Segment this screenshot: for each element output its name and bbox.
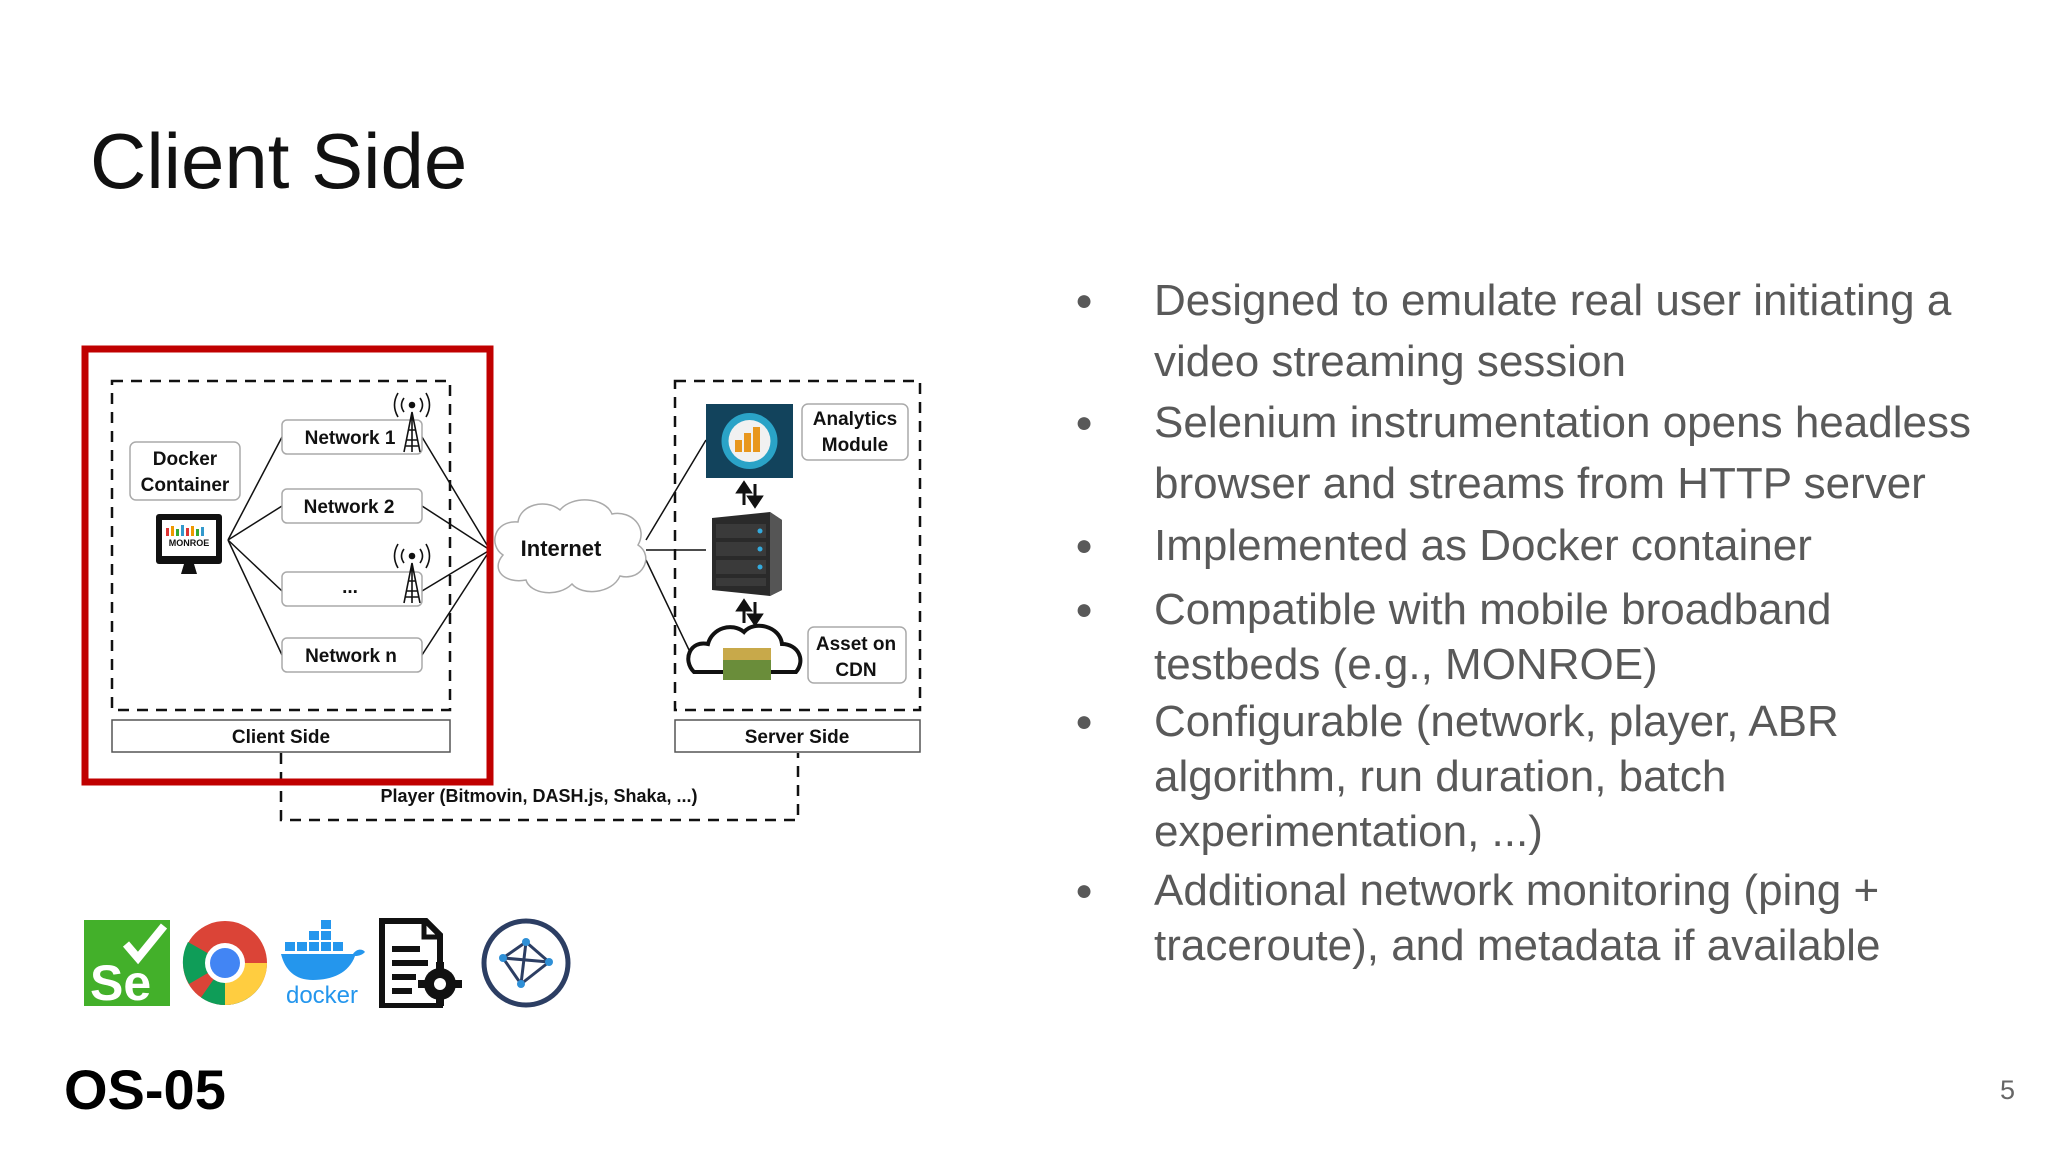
docker-logo-text: docker xyxy=(286,982,358,1008)
network-n-label: Network n xyxy=(305,646,397,667)
bullet-item: Configurable (network, player, ABR algor… xyxy=(1075,694,1995,859)
analytics-box xyxy=(801,403,909,461)
bullet-item: Compatible with mobile broadband testbed… xyxy=(1075,582,1995,692)
analytics-label-line2: Module xyxy=(822,435,889,456)
chrome-logo xyxy=(182,921,267,1006)
bullet-item: Additional network monitoring (ping + tr… xyxy=(1075,863,1995,973)
slide-title: Client Side xyxy=(90,117,468,205)
antenna-icon-2 xyxy=(393,543,431,604)
server-icon xyxy=(712,512,782,596)
highlight-box xyxy=(81,345,494,786)
docker-label-line1: Docker xyxy=(153,449,218,470)
network-graph-icon xyxy=(481,918,571,1008)
asset-label-line1: Asset on xyxy=(816,634,896,655)
docker-container-box xyxy=(129,441,241,501)
bullet-list: Designed to emulate real user initiating… xyxy=(1075,270,1995,974)
internet-label: Internet xyxy=(521,536,602,561)
server-side-label: Server Side xyxy=(745,727,850,748)
asset-box xyxy=(807,626,907,684)
server-dashed-box xyxy=(673,379,922,712)
selenium-logo-text: Se xyxy=(90,955,151,1008)
player-dashed-connector xyxy=(279,753,800,822)
page-number: 5 xyxy=(1999,1075,2015,1105)
docker-logo: docker xyxy=(281,920,365,1008)
client-dashed-box xyxy=(110,379,452,712)
network-1-box xyxy=(281,419,423,455)
internet-cloud: Internet xyxy=(494,499,647,594)
server-side-label-box xyxy=(674,719,921,753)
client-side-label-box xyxy=(111,719,451,753)
arrows-icon-top xyxy=(735,480,764,509)
asset-label-line2: CDN xyxy=(835,660,876,681)
cdn-cloud-icon xyxy=(686,623,803,680)
antenna-icon-1 xyxy=(393,392,431,453)
analytics-label-line1: Analytics xyxy=(813,409,897,430)
network-dots-box xyxy=(281,571,423,607)
bullet-item: Implemented as Docker container xyxy=(1075,515,1995,576)
selenium-logo: Se xyxy=(84,920,170,1008)
bullet-item: Designed to emulate real user initiating… xyxy=(1075,270,1995,392)
network-1-label: Network 1 xyxy=(305,428,396,449)
arrows-icon-bottom xyxy=(735,598,764,627)
slide-code: OS-05 xyxy=(64,1058,226,1121)
player-label: Player (Bitmovin, DASH.js, Shaka, ...) xyxy=(380,786,697,806)
network-n-box xyxy=(281,637,423,673)
monroe-label: MONROE xyxy=(169,538,210,548)
docker-label-line2: Container xyxy=(141,475,230,496)
network-2-box xyxy=(281,488,423,524)
analytics-icon xyxy=(706,404,793,478)
bullet-item: Selenium instrumentation opens headless … xyxy=(1075,392,1995,514)
network-2-label: Network 2 xyxy=(304,497,395,518)
config-document-icon xyxy=(379,918,462,1008)
client-side-label: Client Side xyxy=(232,727,330,748)
network-dots-label: ... xyxy=(342,577,358,598)
monitor-icon: MONROE xyxy=(156,514,222,574)
